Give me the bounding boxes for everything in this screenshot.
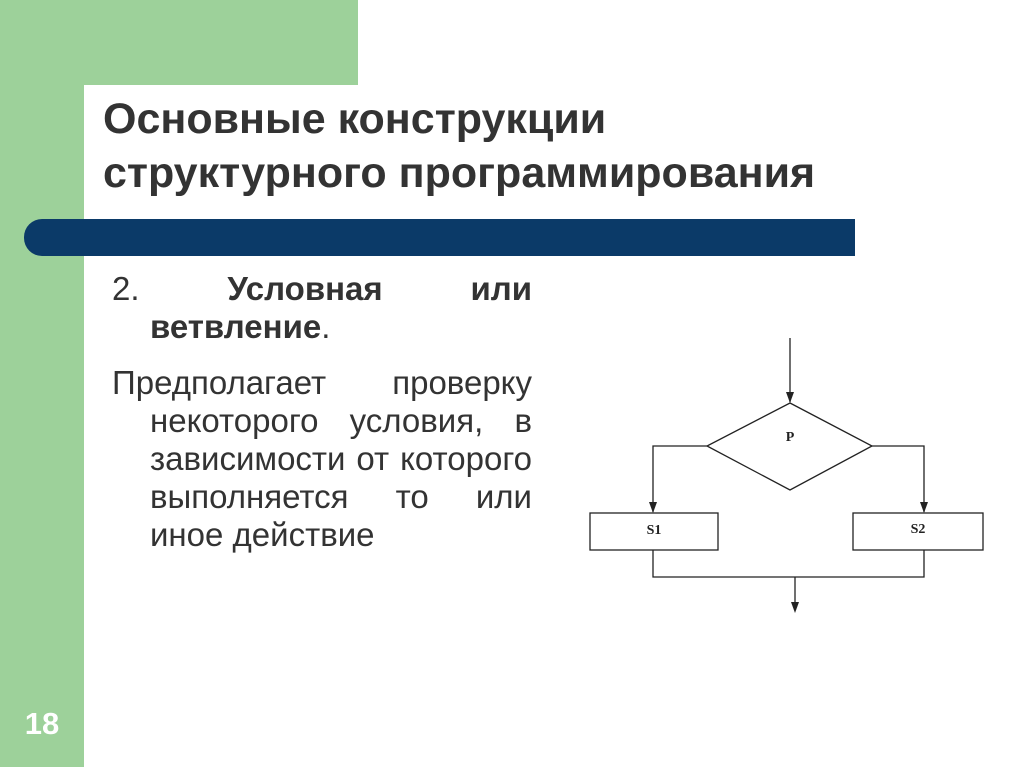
slide-number: 18 bbox=[24, 706, 60, 741]
action-box-s1 bbox=[589, 512, 719, 551]
slide-title-line-2: структурного программирования bbox=[103, 149, 816, 197]
item-number: 2. bbox=[112, 270, 140, 307]
slide-title: Основные конструкции структурного програ… bbox=[103, 92, 983, 200]
title-underline-bar bbox=[24, 219, 855, 256]
right-branch-line bbox=[872, 445, 925, 512]
slide-title-line-1: Основные конструкции bbox=[103, 95, 607, 143]
action-label-s1: S1 bbox=[647, 523, 662, 538]
item-description: Предполагает проверку некоторого условия… bbox=[112, 364, 532, 553]
outgoing-arrow-head bbox=[791, 602, 799, 613]
merge-line bbox=[652, 550, 925, 578]
top-accent-block bbox=[84, 0, 358, 85]
action-label-s2: S2 bbox=[911, 522, 926, 537]
condition-diamond bbox=[705, 402, 874, 491]
sidebar-accent bbox=[0, 0, 84, 767]
right-branch-arrow-head bbox=[920, 502, 928, 513]
incoming-arrow-head bbox=[786, 392, 794, 403]
condition-label: P bbox=[786, 430, 795, 445]
left-branch-arrow-head bbox=[649, 502, 657, 513]
item-heading: 2. Условная или ветвление. bbox=[112, 270, 532, 346]
branching-flowchart: P S1 S2 bbox=[589, 338, 984, 613]
item-heading-bold: Условная или ветвление bbox=[150, 270, 532, 345]
slide-body: 2. Условная или ветвление. Предполагает … bbox=[112, 270, 532, 554]
left-branch-line bbox=[652, 445, 707, 512]
item-heading-period: . bbox=[321, 308, 331, 345]
action-box-s2 bbox=[852, 512, 984, 551]
